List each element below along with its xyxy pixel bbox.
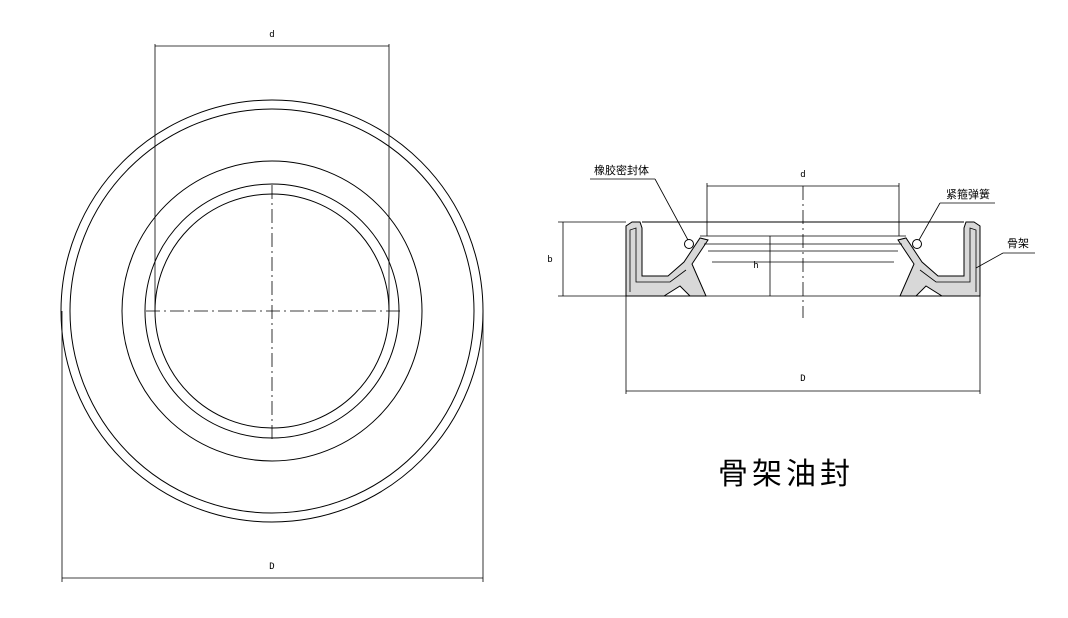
callout-spring-label: 紧箍弹簧 bbox=[946, 187, 990, 201]
section-dim-d-label: d bbox=[800, 170, 805, 180]
section-inner-mark-label: h bbox=[753, 261, 758, 271]
callout-skeleton-label: 骨架 bbox=[1007, 237, 1029, 250]
front-view: d D bbox=[60, 30, 484, 582]
right-skeleton-line bbox=[919, 227, 977, 292]
callout-skeleton: 骨架 bbox=[975, 237, 1035, 269]
middle-ring-circle bbox=[121, 160, 423, 462]
left-spring-icon bbox=[684, 239, 694, 249]
section-dim-D: D bbox=[625, 296, 981, 394]
callout-rubber-body-label: 橡胶密封体 bbox=[594, 163, 649, 177]
front-dim-D-label: D bbox=[269, 562, 274, 572]
front-dim-d: d bbox=[154, 30, 390, 311]
section-dim-b: b bbox=[547, 221, 626, 297]
outer-ring-inner-circle bbox=[69, 108, 475, 514]
section-dim-b-label: b bbox=[547, 255, 552, 265]
section-dim-d: d bbox=[706, 170, 900, 236]
front-dim-D: D bbox=[61, 311, 484, 582]
callout-spring: 紧箍弹簧 bbox=[918, 187, 995, 241]
section-dim-D-label: D bbox=[800, 374, 805, 384]
right-seal-section bbox=[897, 221, 981, 297]
section-view: d D b h 橡胶密封体 紧箍弹簧 bbox=[547, 163, 1035, 394]
callout-rubber-body: 橡胶密封体 bbox=[590, 163, 689, 241]
right-spring-icon bbox=[912, 239, 922, 249]
left-seal-section bbox=[625, 221, 709, 297]
drawing-title: 骨架油封 bbox=[718, 457, 854, 492]
front-dim-d-label: d bbox=[269, 30, 274, 40]
left-skeleton-line bbox=[629, 227, 687, 292]
